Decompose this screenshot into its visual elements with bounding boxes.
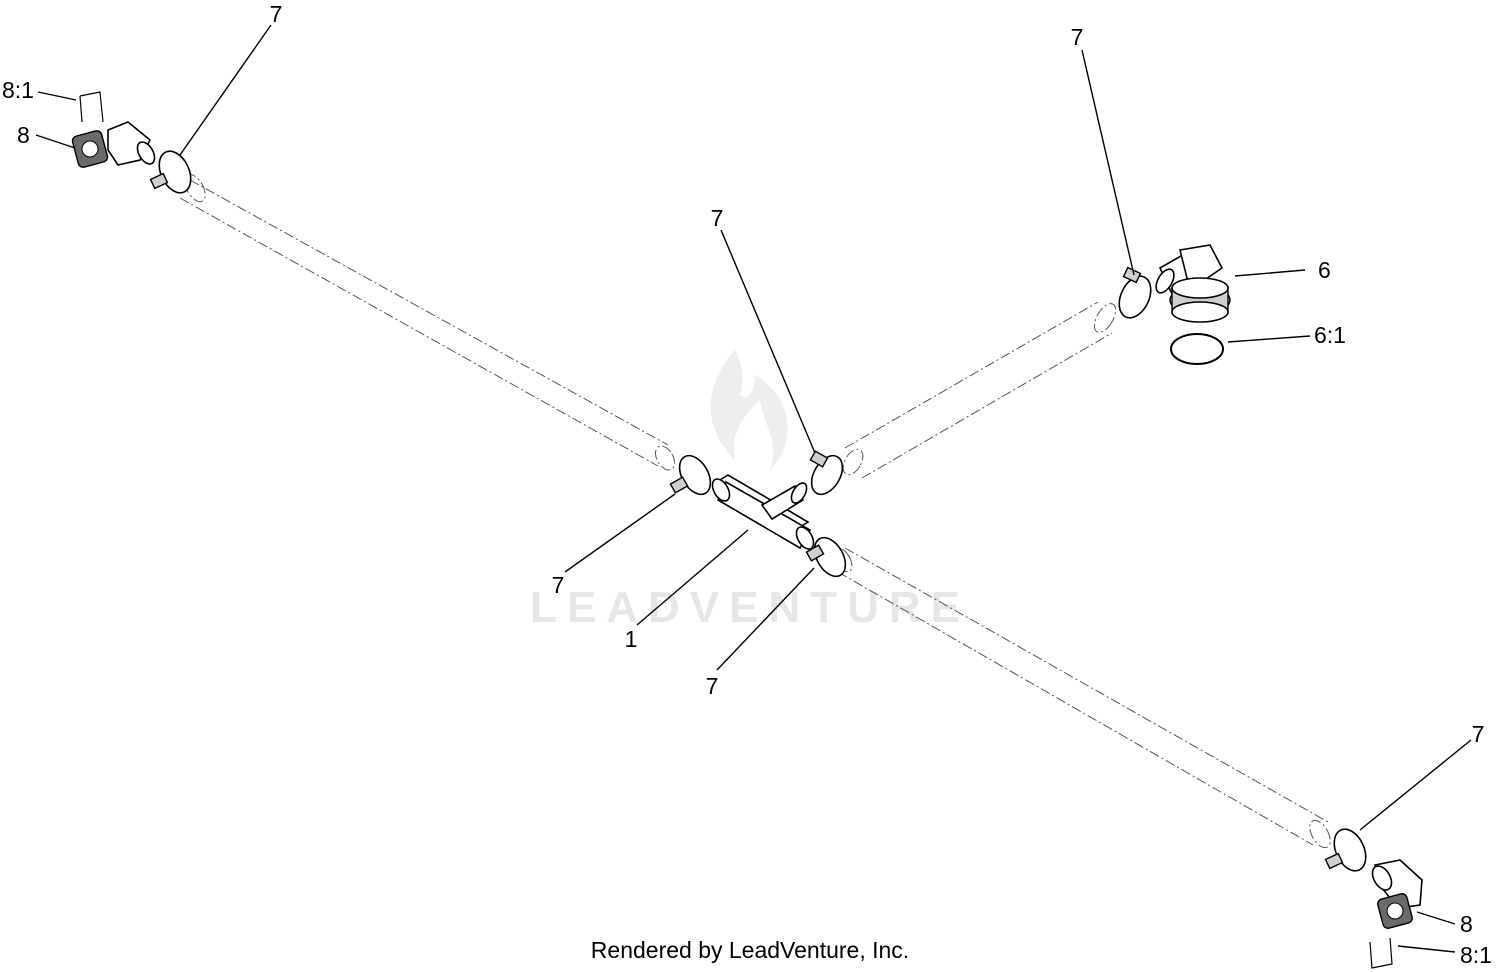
hose-clamp-center-left bbox=[669, 454, 712, 496]
callout-valve: 6 bbox=[1318, 257, 1331, 283]
valve-assembly bbox=[1155, 244, 1231, 323]
callout-top-left-clamp: 7 bbox=[270, 1, 283, 27]
render-credit: Rendered by LeadVenture, Inc. bbox=[591, 937, 909, 963]
callout-tee-fitting: 1 bbox=[625, 626, 638, 652]
callout-top-left-elbow: 8 bbox=[17, 122, 30, 148]
hose-left bbox=[179, 173, 675, 471]
callout-bottom-right-elbow: 8 bbox=[1460, 911, 1473, 937]
hose-clamp-top-right bbox=[1118, 266, 1152, 319]
flame-logo-icon bbox=[710, 350, 788, 470]
hose-clamp-center-lower bbox=[805, 536, 847, 578]
callout-bottom-right-clamp: 7 bbox=[1472, 721, 1485, 747]
callout-top-right-clamp: 7 bbox=[1071, 24, 1084, 50]
retaining-clip-top-left bbox=[79, 91, 104, 123]
leader-lines bbox=[35, 24, 1472, 953]
leadventure-watermark: LEADVENTURE bbox=[530, 350, 970, 632]
callout-bottom-right-clip: 8:1 bbox=[1460, 942, 1492, 968]
callout-valve-o-ring: 6:1 bbox=[1314, 322, 1346, 348]
tee-fitting bbox=[711, 474, 815, 550]
hose-clamp-bottom-right bbox=[1324, 828, 1367, 872]
retaining-clip-bottom-right bbox=[1369, 937, 1393, 969]
elbow-fitting-top-left bbox=[71, 121, 156, 168]
callout-top-left-clip: 8:1 bbox=[2, 77, 34, 103]
hose-clamp-center-upper bbox=[809, 450, 844, 496]
callout-center-left-clamp: 7 bbox=[552, 572, 565, 598]
elbow-fitting-bottom-right bbox=[1371, 859, 1423, 929]
callout-center-lower-clamp: 7 bbox=[706, 673, 719, 699]
hose-upper-right bbox=[842, 301, 1117, 479]
watermark-text: LEADVENTURE bbox=[530, 583, 970, 632]
valve-o-ring bbox=[1170, 333, 1224, 365]
callout-center-upper-clamp: 7 bbox=[711, 205, 724, 231]
hose-clamp-top-left bbox=[149, 150, 192, 194]
